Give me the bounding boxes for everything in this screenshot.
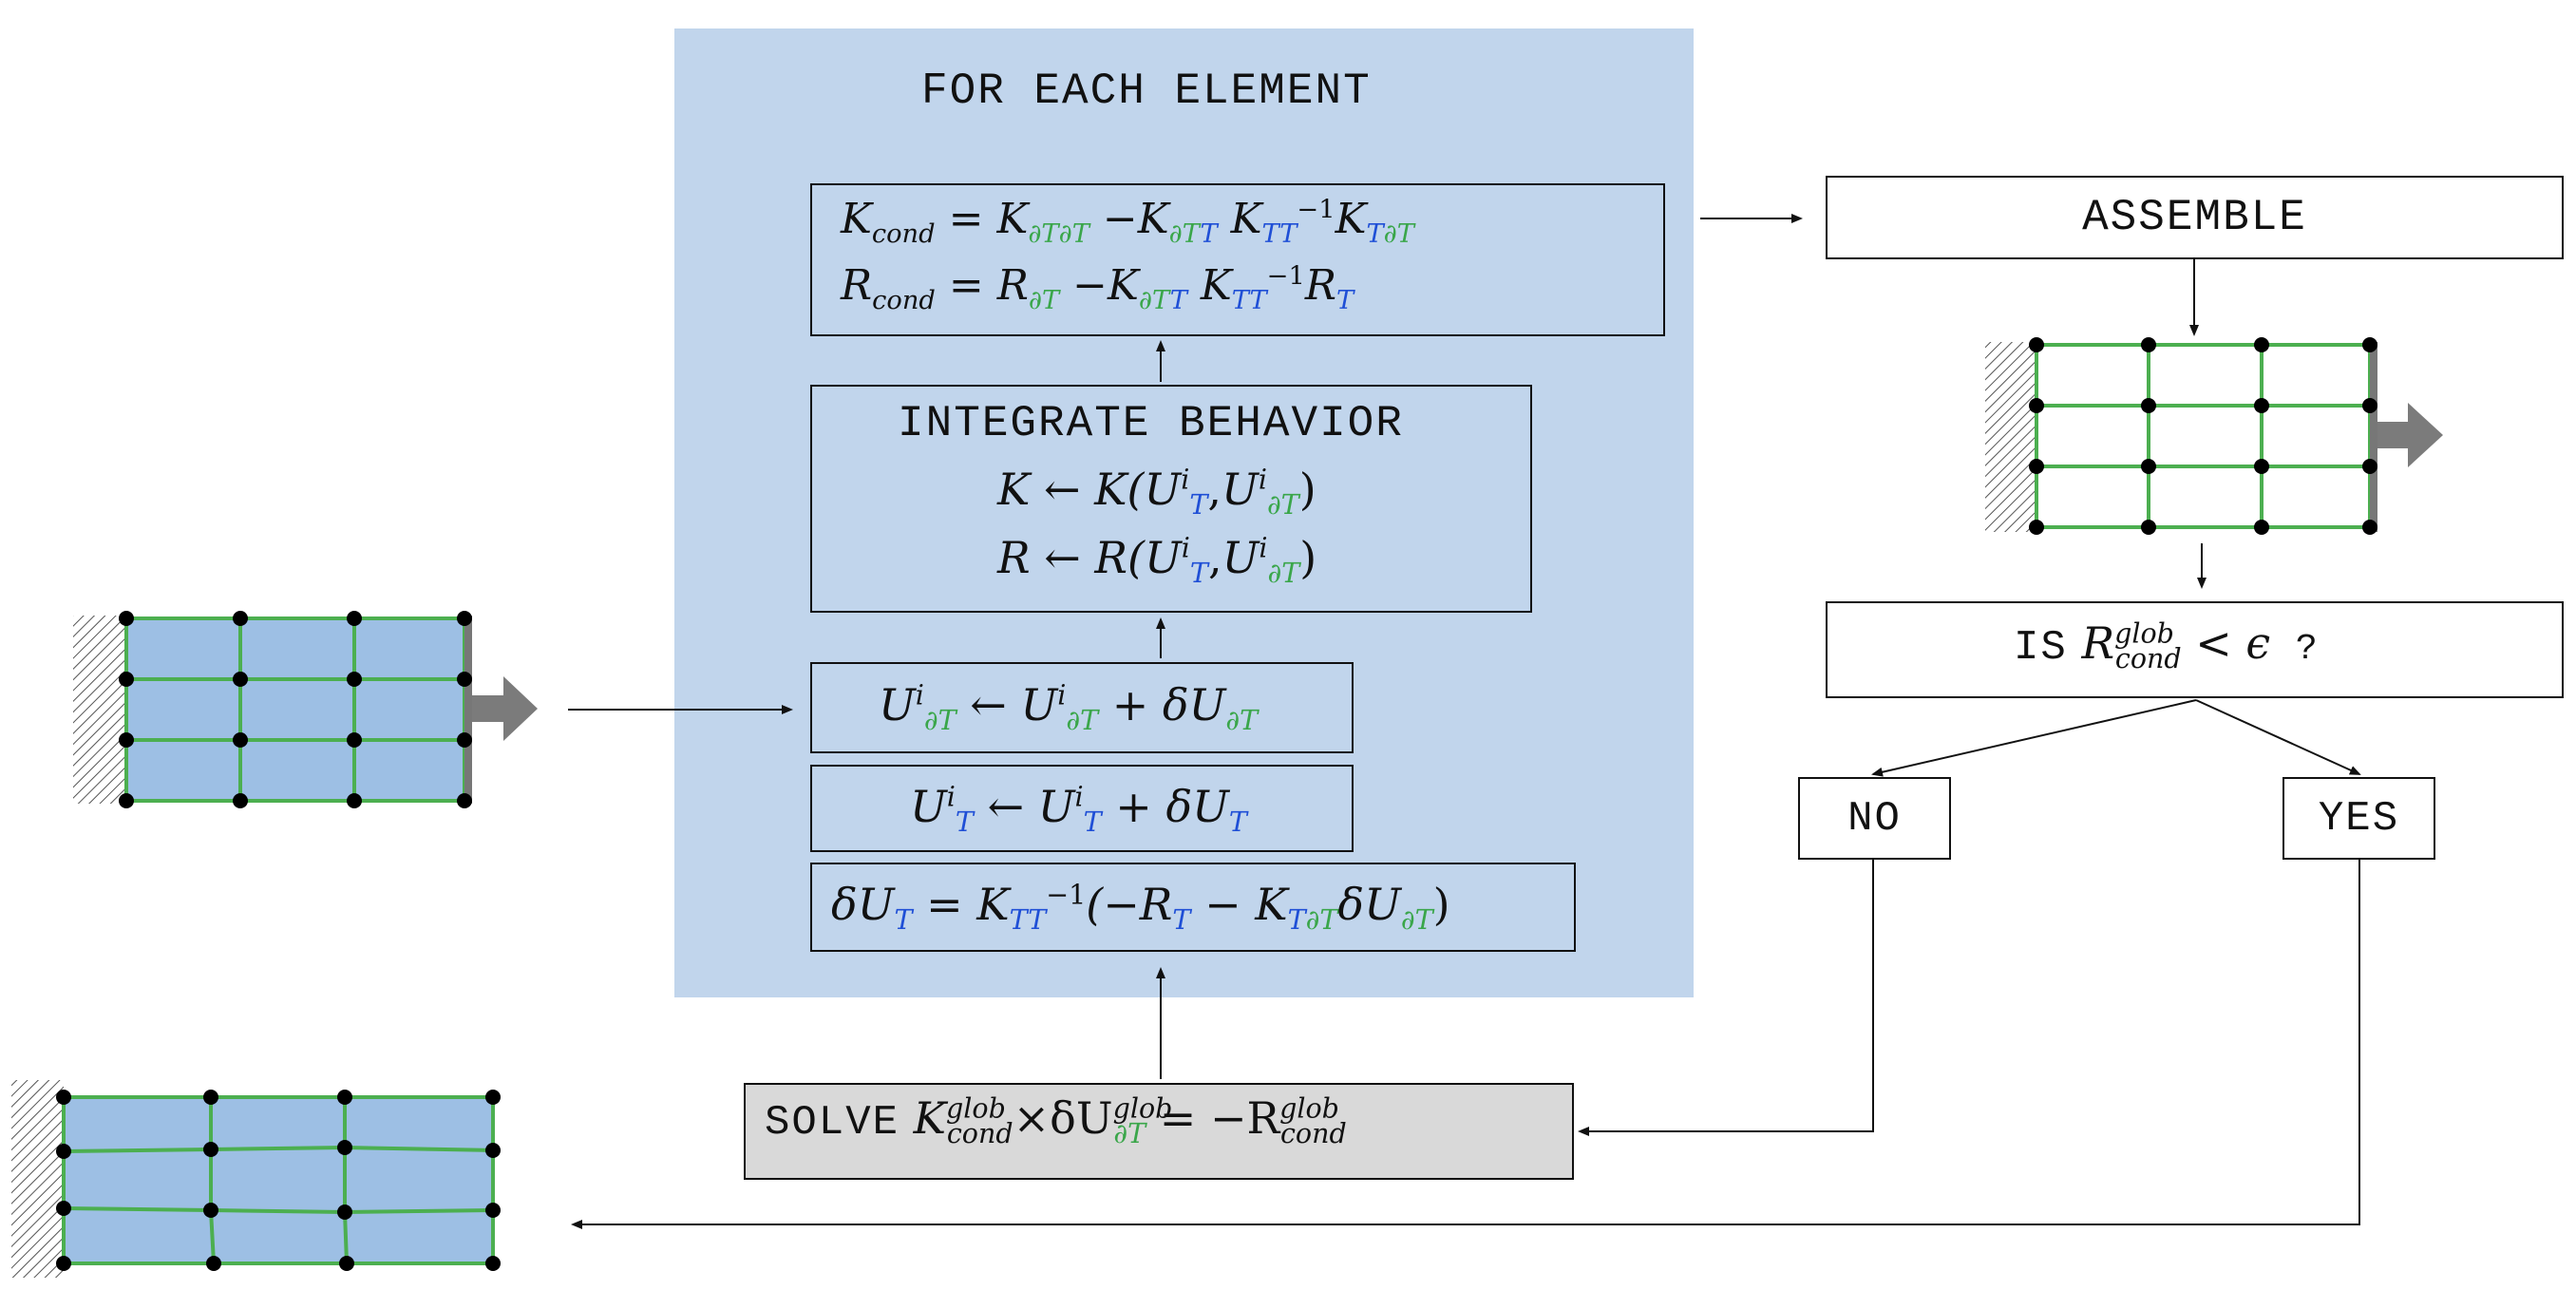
r-cond-equation: Rcond = R∂T −K∂TT KTT−1RT: [841, 261, 1354, 315]
arrow-check-to-no: [1871, 699, 2197, 777]
delta-u-box: [810, 863, 1576, 952]
arrow-yes-to-result: [571, 860, 2360, 1229]
solve-equation: SOLVE Kglobcond×δUglob∂T = −Rglobcond: [765, 1092, 1347, 1150]
k-update-equation: K ← K(UiT,Ui∂T): [997, 464, 1316, 522]
assemble-box: ASSEMBLE: [1826, 176, 2564, 259]
k-cond-equation: Kcond = K∂T∂T −K∂TT KTT−1KT∂T: [841, 195, 1414, 249]
convergence-check: IS Rglobcond < ϵ ?: [2014, 617, 2320, 675]
no-box: NO: [1798, 777, 1951, 860]
mesh-left: [73, 611, 538, 808]
convergence-box: [1826, 601, 2564, 698]
arrow-check-to-yes: [2195, 699, 2361, 775]
interior-update-equation: UiT ← UiT + δUT: [910, 781, 1247, 839]
yes-label: YES: [2318, 794, 2400, 843]
element-loop-panel: [674, 28, 1694, 997]
mesh-right: [1985, 337, 2443, 535]
assemble-label: ASSEMBLE: [2082, 193, 2307, 242]
condensation-box: [810, 183, 1665, 336]
boundary-update-box: [810, 662, 1354, 753]
arrow-no-to-solve: [1578, 860, 1874, 1136]
interior-update-box: [810, 765, 1354, 852]
boundary-update-equation: Ui∂T ← Ui∂T + δU∂T: [879, 679, 1259, 737]
yes-box: YES: [2282, 777, 2435, 860]
delta-u-equation: δUT = KTT−1(−RT − KT∂TδU∂T): [831, 879, 1450, 937]
panel-title: FOR EACH ELEMENT: [921, 66, 1372, 116]
solve-box: [744, 1083, 1574, 1180]
r-update-equation: R ← R(UiT,Ui∂T): [997, 532, 1317, 590]
integrate-title: INTEGRATE BEHAVIOR: [898, 399, 1404, 448]
mesh-bottom: [11, 1080, 501, 1278]
integrate-behavior-box: [810, 385, 1532, 613]
no-label: NO: [1847, 794, 1902, 843]
